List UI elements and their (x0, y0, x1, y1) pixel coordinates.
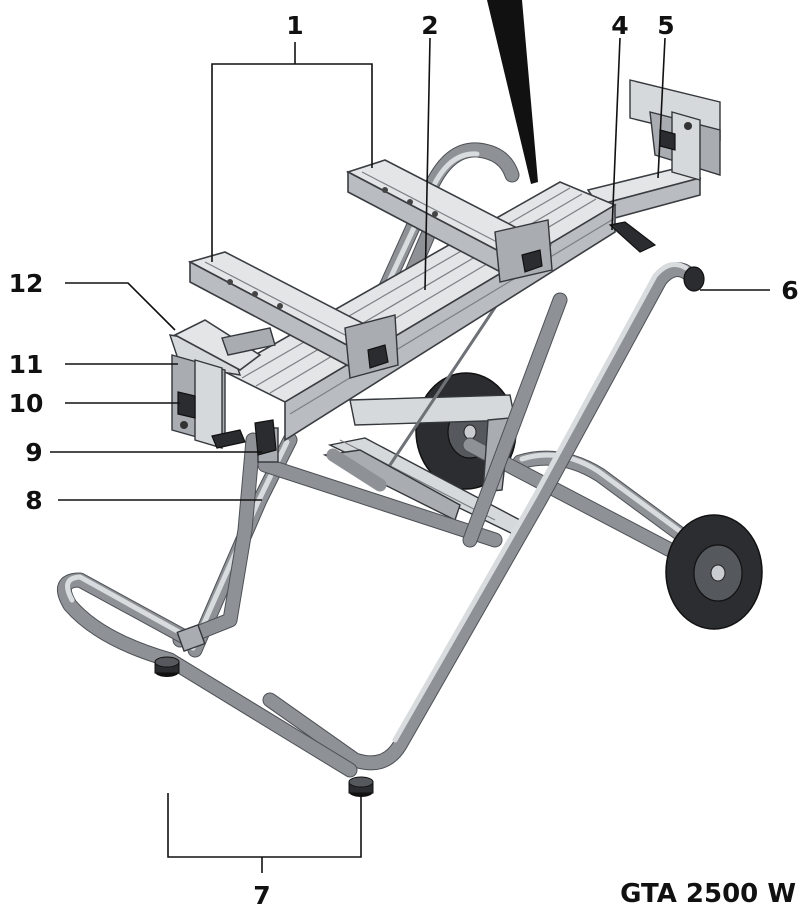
front-wheel (665, 514, 763, 630)
callout-9: 9 (25, 438, 42, 467)
callout-12: 12 (9, 269, 44, 298)
floor-pads (154, 656, 374, 797)
model-name: GTA 2500 W (620, 879, 796, 909)
right-extension (586, 79, 721, 224)
clamp-lever (221, 327, 277, 456)
callout-10: 10 (9, 389, 44, 418)
callout-4: 4 (611, 11, 628, 40)
workpiece-holder-front (187, 251, 399, 379)
workpiece-holder-rear (345, 159, 553, 283)
pointer-arrow (487, 0, 538, 184)
callout-2: 2 (421, 11, 438, 40)
callout-8: 8 (25, 486, 42, 515)
left-end-stop (168, 319, 262, 449)
callout-5: 5 (657, 11, 674, 40)
leader-lines (50, 37, 770, 873)
callout-7: 7 (253, 881, 270, 910)
callout-6: 6 (781, 276, 798, 305)
callout-1: 1 (286, 11, 303, 40)
callout-11: 11 (9, 350, 44, 379)
